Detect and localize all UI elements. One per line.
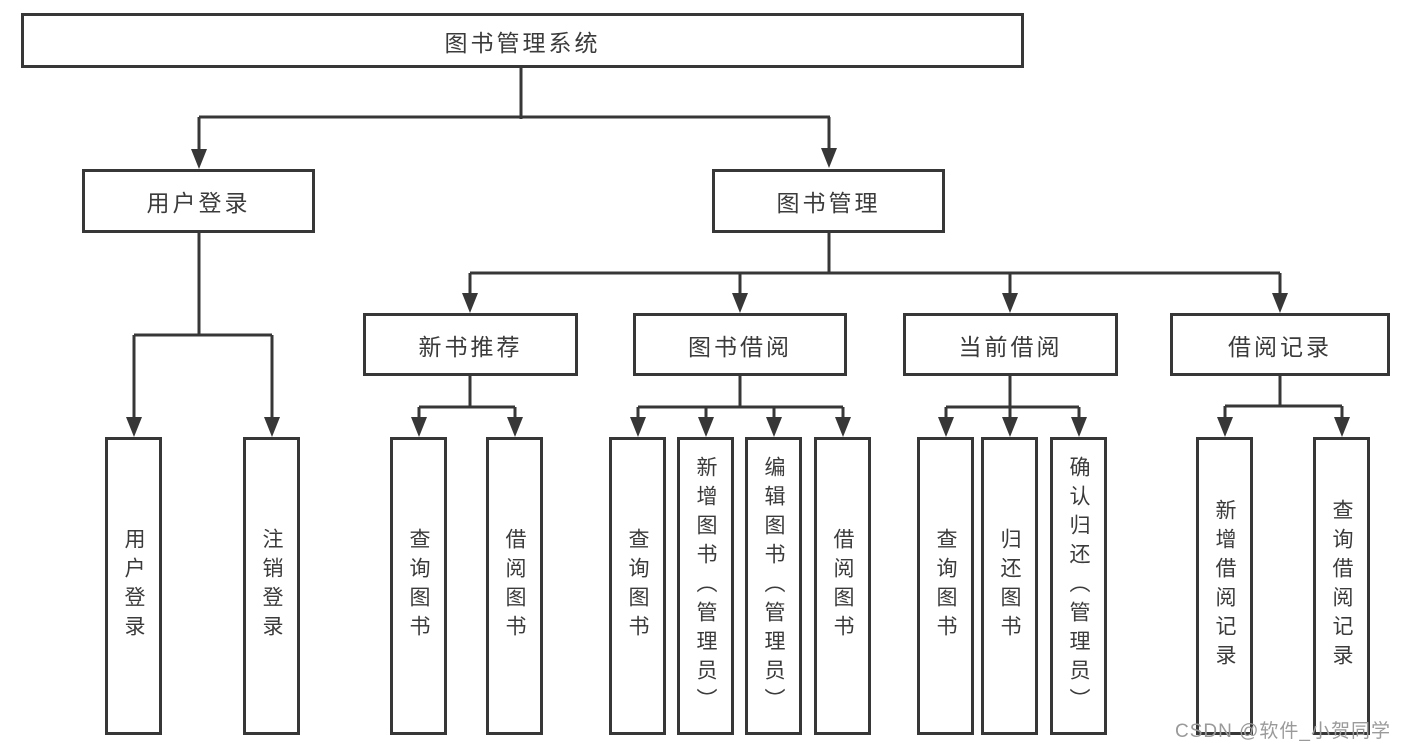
leaf-add-borrow-record: 新增借阅记录 (1196, 437, 1253, 735)
leaf-query-books-current: 查询图书 (917, 437, 974, 735)
node-new-book-recommendation: 新书推荐 (363, 313, 578, 376)
node-label: 用户登录 (146, 190, 251, 216)
leaf-query-books-recommend: 查询图书 (390, 437, 447, 735)
node-label: 图书管理 (776, 190, 881, 216)
node-label: 注销登录 (260, 528, 283, 644)
node-current-borrowing: 当前借阅 (903, 313, 1118, 376)
leaf-query-borrow-record: 查询借阅记录 (1313, 437, 1370, 735)
node-label: 归还图书 (998, 528, 1021, 644)
node-label: 借阅记录 (1228, 333, 1332, 360)
leaf-add-books-admin: 新增图书（管理员） (677, 437, 734, 735)
node-library-management-system: 图书管理系统 (21, 13, 1024, 68)
leaf-query-books-borrow: 查询图书 (609, 437, 666, 735)
node-label: 新书推荐 (418, 333, 523, 360)
node-label: 查询借阅记录 (1330, 499, 1353, 673)
node-label: 查询图书 (626, 528, 649, 644)
node-label: 借阅图书 (503, 528, 526, 644)
node-label: 查询图书 (407, 528, 430, 644)
node-label: 图书管理系统 (444, 29, 601, 56)
node-book-borrowing: 图书借阅 (633, 313, 847, 376)
connector-stems (132, 68, 1344, 432)
leaf-user-login: 用户登录 (105, 437, 162, 735)
node-label: 新增图书（管理员） (694, 455, 717, 717)
leaf-confirm-return-admin: 确认归还（管理员） (1050, 437, 1107, 735)
leaf-borrow-books-recommend: 借阅图书 (486, 437, 543, 735)
leaf-borrow-books: 借阅图书 (814, 437, 871, 735)
node-label: 用户登录 (122, 528, 145, 644)
node-borrowing-records: 借阅记录 (1170, 313, 1390, 376)
node-label: 查询图书 (934, 528, 957, 644)
node-book-management: 图书管理 (712, 169, 945, 233)
node-label: 借阅图书 (831, 528, 854, 644)
leaf-edit-books-admin: 编辑图书（管理员） (745, 437, 802, 735)
node-label: 新增借阅记录 (1213, 499, 1236, 673)
node-label: 图书借阅 (688, 333, 792, 360)
node-label: 确认归还（管理员） (1067, 455, 1090, 717)
node-label: 当前借阅 (958, 333, 1063, 360)
node-label: 编辑图书（管理员） (762, 455, 785, 717)
leaf-return-books: 归还图书 (981, 437, 1038, 735)
node-user-login: 用户登录 (82, 169, 315, 233)
leaf-logout: 注销登录 (243, 437, 300, 735)
